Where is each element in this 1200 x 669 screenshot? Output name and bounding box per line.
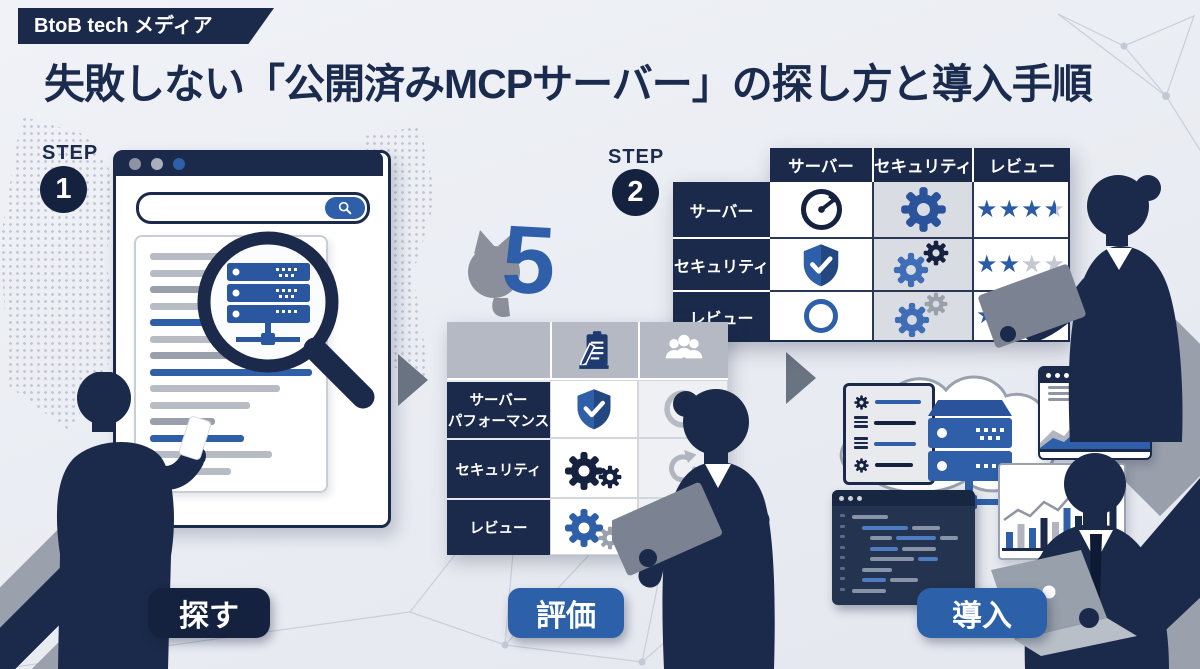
deploy-button-label: 導入 bbox=[952, 600, 1012, 633]
table-corner bbox=[673, 148, 770, 182]
find-button[interactable]: 探す bbox=[148, 588, 270, 638]
window-dot-icon bbox=[839, 495, 844, 501]
step1-label: STEP bbox=[42, 142, 99, 164]
server-rack-icon bbox=[227, 263, 310, 345]
silhouette-man-phone bbox=[56, 372, 212, 669]
search-icon bbox=[337, 200, 353, 216]
step2-number-badge: 2 bbox=[612, 169, 659, 216]
window-dot-icon bbox=[129, 158, 141, 170]
gauge-icon bbox=[770, 182, 872, 237]
double-gear-icon bbox=[872, 237, 972, 290]
window-dot-icon bbox=[1046, 373, 1051, 378]
clipboard-check-icon bbox=[550, 322, 638, 380]
page-title: 失敗しない「公開済みMCPサーバー」の探し方と導入手順 bbox=[44, 61, 1093, 107]
config-checklist-card bbox=[843, 383, 947, 485]
star-rating: ★★★★ bbox=[972, 182, 1070, 237]
row-header: レビュー bbox=[447, 498, 550, 555]
window-dot-icon bbox=[848, 495, 853, 501]
evaluate-button[interactable]: 評価 bbox=[508, 588, 624, 638]
row-header: セキュリティ bbox=[673, 237, 770, 290]
gear-icon bbox=[872, 182, 972, 237]
deploy-button[interactable]: 導入 bbox=[917, 588, 1047, 638]
window-dot-icon bbox=[1055, 373, 1060, 378]
window-dot-icon bbox=[173, 158, 185, 170]
arrow-right-icon bbox=[398, 354, 428, 406]
code-editor-window bbox=[832, 490, 975, 605]
silhouette-woman-tablet bbox=[612, 389, 775, 669]
arrow-right-icon bbox=[786, 352, 816, 404]
search-input[interactable] bbox=[136, 192, 370, 224]
row-header: サーバー bbox=[673, 182, 770, 237]
brand-badge-label: BtoB tech メディア bbox=[34, 15, 213, 37]
column-header: レビュー bbox=[972, 148, 1070, 182]
table-corner bbox=[447, 322, 550, 380]
registry-logo-icon: 5 bbox=[468, 206, 578, 329]
window-dot-icon bbox=[857, 495, 862, 501]
column-header: セキュリティ bbox=[872, 148, 972, 182]
code-lines bbox=[832, 506, 975, 597]
tablet-icon bbox=[612, 482, 723, 576]
magnifier-server-icon bbox=[197, 231, 375, 409]
window-dot-icon bbox=[151, 158, 163, 170]
shield-check-icon bbox=[550, 380, 638, 438]
double-gear-icon bbox=[550, 438, 638, 498]
brand-badge: BtoB tech メディア bbox=[18, 8, 274, 44]
column-header: サーバー bbox=[770, 148, 872, 182]
people-icon bbox=[638, 322, 728, 380]
row-header: セキュリティ bbox=[447, 438, 550, 498]
find-button-label: 探す bbox=[179, 600, 239, 633]
window-dot-icon bbox=[1064, 373, 1069, 378]
silhouette-woman-tablet bbox=[978, 175, 1183, 442]
phone-icon bbox=[178, 416, 212, 460]
step1-number-badge: 1 bbox=[40, 166, 87, 213]
evaluate-button-label: 評価 bbox=[536, 600, 596, 633]
search-button[interactable] bbox=[325, 197, 365, 219]
circle-ring-icon bbox=[770, 290, 872, 342]
double-gear-icon bbox=[872, 290, 972, 342]
browser-title-bar bbox=[115, 152, 383, 176]
shield-check-icon bbox=[770, 237, 872, 290]
row-header: サーバー パフォーマンス bbox=[447, 380, 550, 438]
registry-logo-text: 5 bbox=[499, 205, 559, 316]
window-title-bar bbox=[832, 490, 975, 506]
step2-label: STEP bbox=[608, 146, 665, 168]
star-rating: ★★★★ bbox=[972, 237, 1070, 290]
